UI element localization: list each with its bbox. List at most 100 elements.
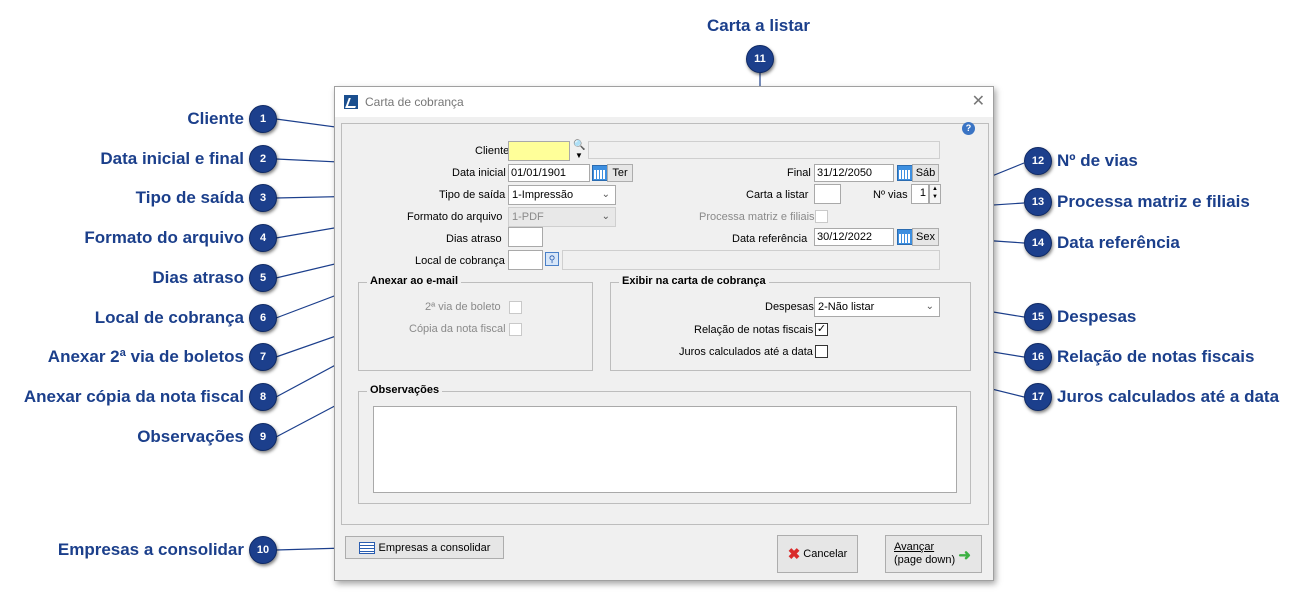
annotation-label-juros: Juros calculados até a data [1057,387,1280,406]
annotation-badge: 12 [1024,147,1052,175]
annotation-badge: 11 [746,45,774,73]
search-icon[interactable]: 🔍 [573,140,586,151]
annotation-label-data-inicial-final: Data inicial e final [100,149,244,168]
annotation-badge: 7 [249,343,277,371]
annotation-badge: 3 [249,184,277,212]
annotation-badge: 8 [249,383,277,411]
data-final-day: Sáb [912,164,939,182]
cancel-button[interactable]: ✖ Cancelar [777,535,858,573]
annotation-label-formato-arquivo: Formato do arquivo [84,228,244,247]
avancar-button[interactable]: Avançar (page down) ➜ [885,535,982,573]
calendar-icon[interactable] [897,165,913,181]
annotation-label-despesas: Despesas [1057,307,1137,326]
annotation-label-tipo-saida: Tipo de saída [135,188,244,207]
boleto-label: 2ª via de boleto [425,301,501,313]
search-icon[interactable]: ⚲ [545,252,559,266]
local-cobranca-input[interactable] [508,250,543,270]
data-referencia-label: Data referência [732,233,808,245]
chevron-down-icon[interactable]: ▼ [575,151,583,160]
processa-matriz-label: Processa matriz e filiais [699,211,815,223]
despesas-label: Despesas [765,301,814,313]
observacoes-textarea[interactable] [373,406,957,493]
annotation-badge: 9 [249,423,277,451]
calendar-icon[interactable] [897,229,913,245]
list-icon [358,541,375,554]
arrow-right-icon: ➜ [958,547,971,564]
annotation-badge: 2 [249,145,277,173]
form-panel: ? Cliente 🔍 ▼ Data inicial 01/01/1901 Te… [341,122,989,525]
annotation-label-anexar-boletos: Anexar 2ª via de boletos [47,347,244,366]
annotation-label-local-cobranca: Local de cobrança [94,308,244,327]
relacao-notas-checkbox[interactable]: ✓ [815,323,828,336]
annotation-badge: 6 [249,304,277,332]
despesas-value: 2-Não listar [818,301,875,313]
vias-spinner[interactable]: ▲▼ [929,184,941,204]
annotation-badge: 14 [1024,229,1052,257]
empresas-consolidar-label: Empresas a consolidar [378,541,491,554]
cancel-label: Cancelar [803,548,848,560]
data-final-input[interactable]: 31/12/2050 [814,164,894,182]
relacao-notas-label: Relação de notas fiscais [694,324,814,336]
tipo-saida-select[interactable]: 1-Impressão ⌄ [508,185,616,205]
carta-cobranca-dialog: Carta de cobrança ✕ ? Cliente 🔍 ▼ Data i… [334,86,994,581]
juros-checkbox[interactable] [815,345,828,358]
annotation-label-anexar-nota: Anexar cópia da nota fiscal [23,387,244,406]
annotation-label-cliente: Cliente [187,109,244,128]
formato-arquivo-select[interactable]: 1-PDF ⌄ [508,207,616,227]
anexar-email-group: Anexar ao e-mail 2ª via de boleto Cópia … [358,275,593,371]
exibir-carta-group: Exibir na carta de cobrança Despesas 2-N… [610,275,971,371]
annotation-label-relacao-notas: Relação de notas fiscais [1057,347,1255,366]
formato-arquivo-value: 1-PDF [512,211,544,223]
annotation-label-data-referencia: Data referência [1057,233,1180,252]
avancar-label: Avançar [894,541,935,553]
annotation-badge: 16 [1024,343,1052,371]
anexar-email-title: Anexar ao e-mail [367,275,462,287]
dias-atraso-input[interactable] [508,227,543,247]
boleto-checkbox[interactable] [509,301,522,314]
data-referencia-input[interactable]: 30/12/2022 [814,228,894,246]
title-bar[interactable]: Carta de cobrança ✕ [335,87,993,117]
annotation-label-empresas: Empresas a consolidar [57,540,244,559]
final-label: Final [787,167,811,179]
empresas-consolidar-button[interactable]: Empresas a consolidar [345,536,504,559]
chevron-down-icon: ⌄ [925,301,934,312]
annotation-label-carta-listar: Carta a listar [707,16,810,35]
annotation-label-dias-atraso: Dias atraso [152,268,244,287]
processa-matriz-checkbox[interactable] [815,210,828,223]
chevron-down-icon: ⌄ [601,211,610,222]
local-cobranca-label: Local de cobrança [415,255,505,267]
data-referencia-day: Sex [912,228,939,246]
tipo-saida-label: Tipo de saída [439,189,506,201]
annotation-label-vias: Nº de vias [1057,151,1138,170]
data-inicial-input[interactable]: 01/01/1901 [508,164,590,182]
close-icon[interactable]: ✕ [971,93,985,110]
help-icon[interactable]: ? [962,122,975,135]
annotation-badge: 10 [249,536,277,564]
formato-arquivo-label: Formato do arquivo [407,211,503,223]
app-icon [344,95,358,109]
data-inicial-day: Ter [607,164,633,182]
nota-fiscal-label: Cópia da nota fiscal [409,323,506,335]
vias-label: Nº vias [873,189,908,201]
despesas-select[interactable]: 2-Não listar ⌄ [814,297,940,317]
cliente-name-display [588,141,940,159]
annotation-label-observacoes: Observações [137,427,244,446]
observacoes-title: Observações [367,384,443,396]
cancel-icon: ✖ [787,546,801,563]
annotation-badge: 17 [1024,383,1052,411]
annotation-badge: 13 [1024,188,1052,216]
vias-input[interactable]: 1 [911,184,929,204]
nota-fiscal-checkbox[interactable] [509,323,522,336]
carta-listar-input[interactable] [814,184,841,204]
avancar-shortcut: (page down) [894,554,956,566]
cliente-label: Cliente [475,145,510,157]
cliente-input[interactable] [508,141,570,161]
data-inicial-label: Data inicial [452,167,506,179]
annotation-badge: 15 [1024,303,1052,331]
chevron-down-icon: ⌄ [601,189,610,200]
juros-label: Juros calculados até a data [679,346,813,358]
calendar-icon[interactable] [592,165,608,181]
exibir-carta-title: Exibir na carta de cobrança [619,275,769,287]
carta-listar-label: Carta a listar [746,189,809,201]
annotation-badge: 5 [249,264,277,292]
